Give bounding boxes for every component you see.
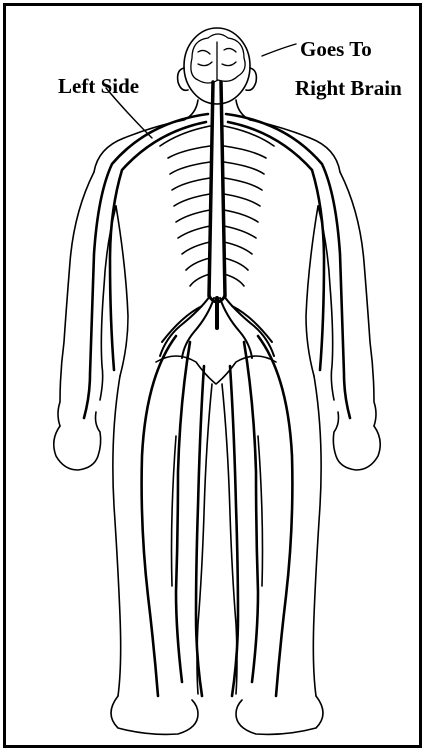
body-outline [54,28,381,734]
nervous-system-figure [6,6,419,745]
spinal-nerves [160,126,274,286]
goes-to-label: Goes To [300,39,372,60]
goes-to-pointer [262,44,296,56]
sacral-plexus [160,296,274,358]
right-brain-label: Right Brain [295,78,402,99]
figure-frame: Left Side Goes To Right Brain [3,3,422,748]
leg-nerves [142,336,293,696]
left-side-label: Left Side [58,76,139,97]
spinal-cord [209,82,225,302]
brain [191,34,245,83]
